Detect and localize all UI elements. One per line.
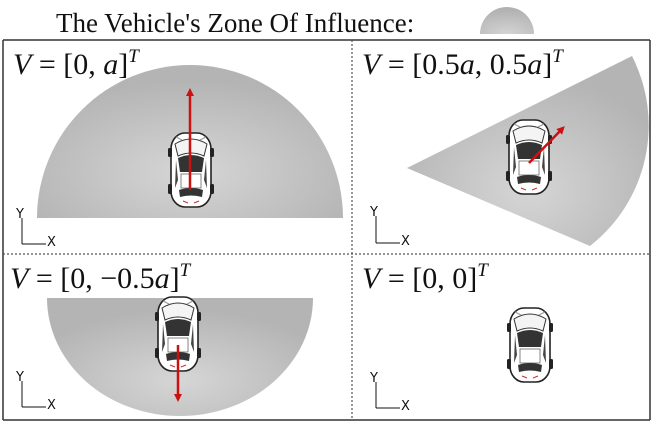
svg-text:Y: Y — [15, 207, 24, 222]
panel-top-right: V = [0.5a, 0.5a]T Y X — [362, 46, 649, 249]
panel-grid — [2, 39, 651, 421]
axis-icon: Y X — [15, 370, 56, 413]
velocity-label: V = [0, 0]T — [362, 260, 489, 295]
svg-text:X: X — [47, 398, 56, 413]
zone-legend-icon — [480, 7, 534, 34]
panel-bottom-left: V = [0, −0.5a]T Y X — [10, 260, 313, 416]
panel-bottom-right: V = [0, 0]T Y X — [362, 260, 554, 414]
vehicle-icon — [506, 307, 554, 383]
axis-icon: Y X — [369, 371, 410, 414]
vehicle-icon — [505, 119, 553, 195]
svg-text:Y: Y — [369, 371, 378, 386]
velocity-arrow — [528, 126, 565, 164]
svg-text:X: X — [401, 234, 410, 249]
svg-text:X: X — [47, 235, 56, 250]
svg-text:X: X — [401, 399, 410, 414]
velocity-label: V = [0, a]T — [13, 46, 140, 81]
velocity-label: V = [0.5a, 0.5a]T — [362, 46, 564, 81]
diagram-title: The Vehicle's Zone Of Influence: — [56, 8, 414, 38]
axis-icon: Y X — [369, 205, 410, 249]
svg-text:Y: Y — [369, 205, 378, 220]
panel-top-left: V = [0, a]T Y X — [13, 46, 343, 250]
svg-text:Y: Y — [15, 370, 24, 385]
axis-icon: Y X — [15, 207, 56, 250]
velocity-label: V = [0, −0.5a]T — [10, 260, 192, 295]
